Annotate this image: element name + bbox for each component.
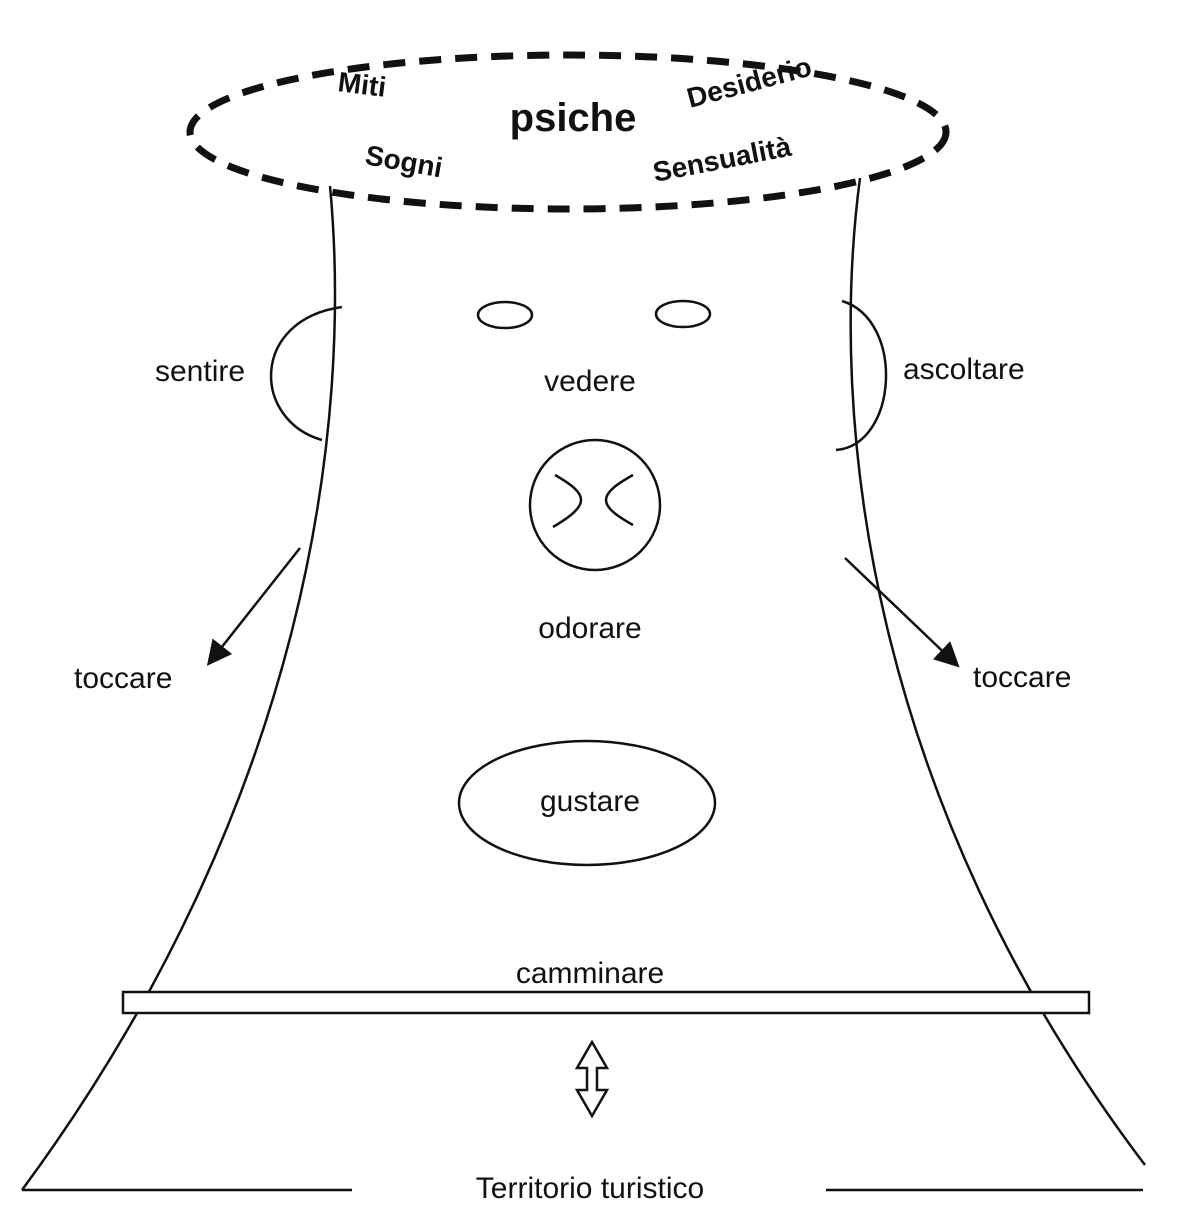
label-gustare: gustare <box>540 785 640 818</box>
label-toccare-right: toccare <box>973 661 1071 694</box>
psyche-ellipse <box>186 51 950 213</box>
right-ear <box>835 299 888 452</box>
label-ascoltare: ascoltare <box>903 353 1025 386</box>
nose-left-curve <box>552 473 583 529</box>
label-miti: Miti <box>336 66 388 103</box>
label-camminare: camminare <box>516 957 664 990</box>
label-odorare: odorare <box>538 612 641 645</box>
label-desiderio: Desiderio <box>684 51 815 114</box>
tower-left-edge <box>20 185 337 1191</box>
label-sogni: Sogni <box>363 139 445 183</box>
left-eye <box>476 300 534 330</box>
label-territorio-turistico: Territorio turistico <box>476 1172 704 1205</box>
mouth-ellipse <box>457 739 717 867</box>
walking-bar <box>121 990 1091 1015</box>
nose-right-curve <box>604 473 634 527</box>
label-toccare-left: toccare <box>74 662 172 695</box>
label-vedere: vedere <box>544 365 636 398</box>
right-touch-arrow <box>844 557 960 668</box>
label-sensualita: Sensualità <box>650 131 794 188</box>
nose-circle <box>528 438 662 572</box>
double-arrow <box>574 1039 610 1119</box>
left-touch-arrow <box>206 547 301 666</box>
right-eye <box>654 299 712 329</box>
label-psiche: psiche <box>510 96 637 140</box>
label-sentire: sentire <box>155 355 245 388</box>
left-ear <box>269 305 343 442</box>
